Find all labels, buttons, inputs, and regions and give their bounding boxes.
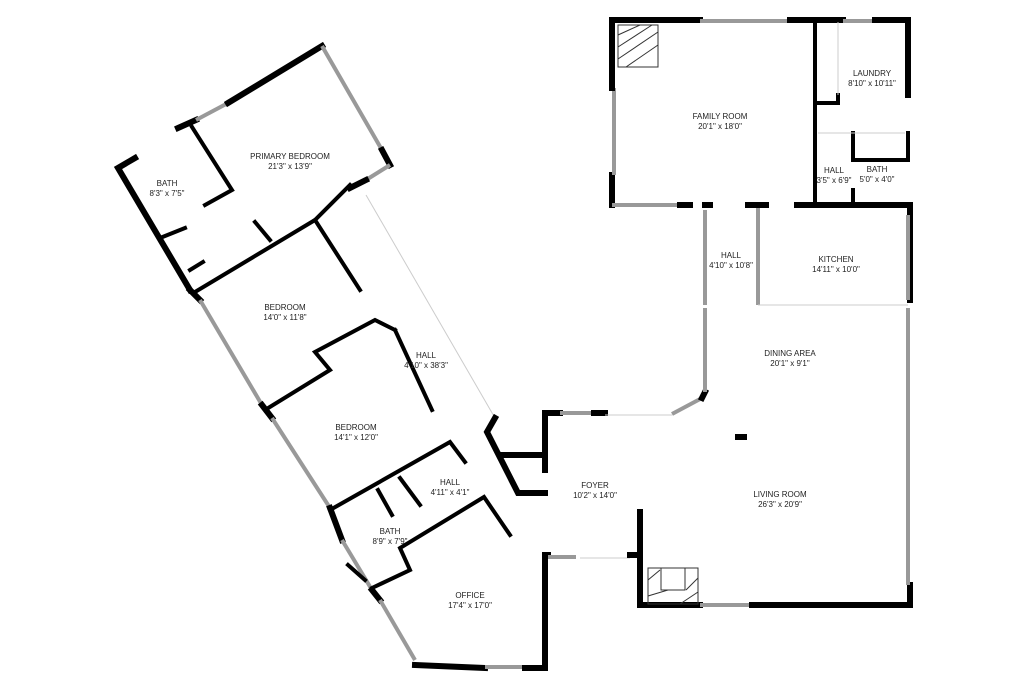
svg-text:LIVING ROOM: LIVING ROOM	[753, 490, 807, 499]
svg-text:14'1" x 12'0": 14'1" x 12'0"	[334, 433, 378, 442]
svg-text:20'1" x 18'0": 20'1" x 18'0"	[698, 122, 742, 131]
svg-text:10'2" x 14'0": 10'2" x 14'0"	[573, 491, 617, 500]
svg-text:BATH: BATH	[157, 179, 178, 188]
svg-text:14'0" x 11'8": 14'0" x 11'8"	[263, 313, 306, 322]
svg-text:BATH: BATH	[867, 165, 888, 174]
svg-text:HALL: HALL	[416, 351, 437, 360]
svg-text:LAUNDRY: LAUNDRY	[853, 69, 892, 78]
svg-text:HALL: HALL	[440, 478, 461, 487]
svg-text:FAMILY ROOM: FAMILY ROOM	[693, 112, 748, 121]
svg-text:4'10" x 10'8": 4'10" x 10'8"	[709, 261, 753, 270]
svg-text:DINING AREA: DINING AREA	[764, 349, 816, 358]
svg-text:FOYER: FOYER	[581, 481, 609, 490]
svg-text:3'5" x 6'9": 3'5" x 6'9"	[817, 176, 852, 185]
svg-text:BEDROOM: BEDROOM	[335, 423, 377, 432]
svg-text:8'9" x 7'9": 8'9" x 7'9"	[373, 537, 408, 546]
svg-text:OFFICE: OFFICE	[455, 591, 484, 600]
svg-text:HALL: HALL	[721, 251, 742, 260]
svg-text:4'11" x 4'1": 4'11" x 4'1"	[431, 488, 470, 497]
svg-text:14'11" x 10'0": 14'11" x 10'0"	[812, 265, 860, 274]
svg-text:4'10" x 38'3": 4'10" x 38'3"	[404, 361, 448, 370]
svg-text:HALL: HALL	[824, 166, 845, 175]
svg-text:8'3" x 7'5": 8'3" x 7'5"	[150, 189, 185, 198]
svg-text:5'0" x 4'0": 5'0" x 4'0"	[860, 175, 895, 184]
svg-text:BATH: BATH	[380, 527, 401, 536]
svg-text:26'3" x 20'9": 26'3" x 20'9"	[758, 500, 802, 509]
svg-text:8'10" x 10'11": 8'10" x 10'11"	[848, 79, 896, 88]
svg-text:KITCHEN: KITCHEN	[818, 255, 853, 264]
svg-text:21'3" x 13'9": 21'3" x 13'9"	[268, 162, 312, 171]
svg-text:BEDROOM: BEDROOM	[264, 303, 306, 312]
svg-text:PRIMARY BEDROOM: PRIMARY BEDROOM	[250, 152, 330, 161]
walls	[113, 17, 913, 672]
svg-text:17'4" x 17'0": 17'4" x 17'0"	[448, 601, 492, 610]
svg-text:20'1" x 9'1": 20'1" x 9'1"	[770, 359, 810, 368]
